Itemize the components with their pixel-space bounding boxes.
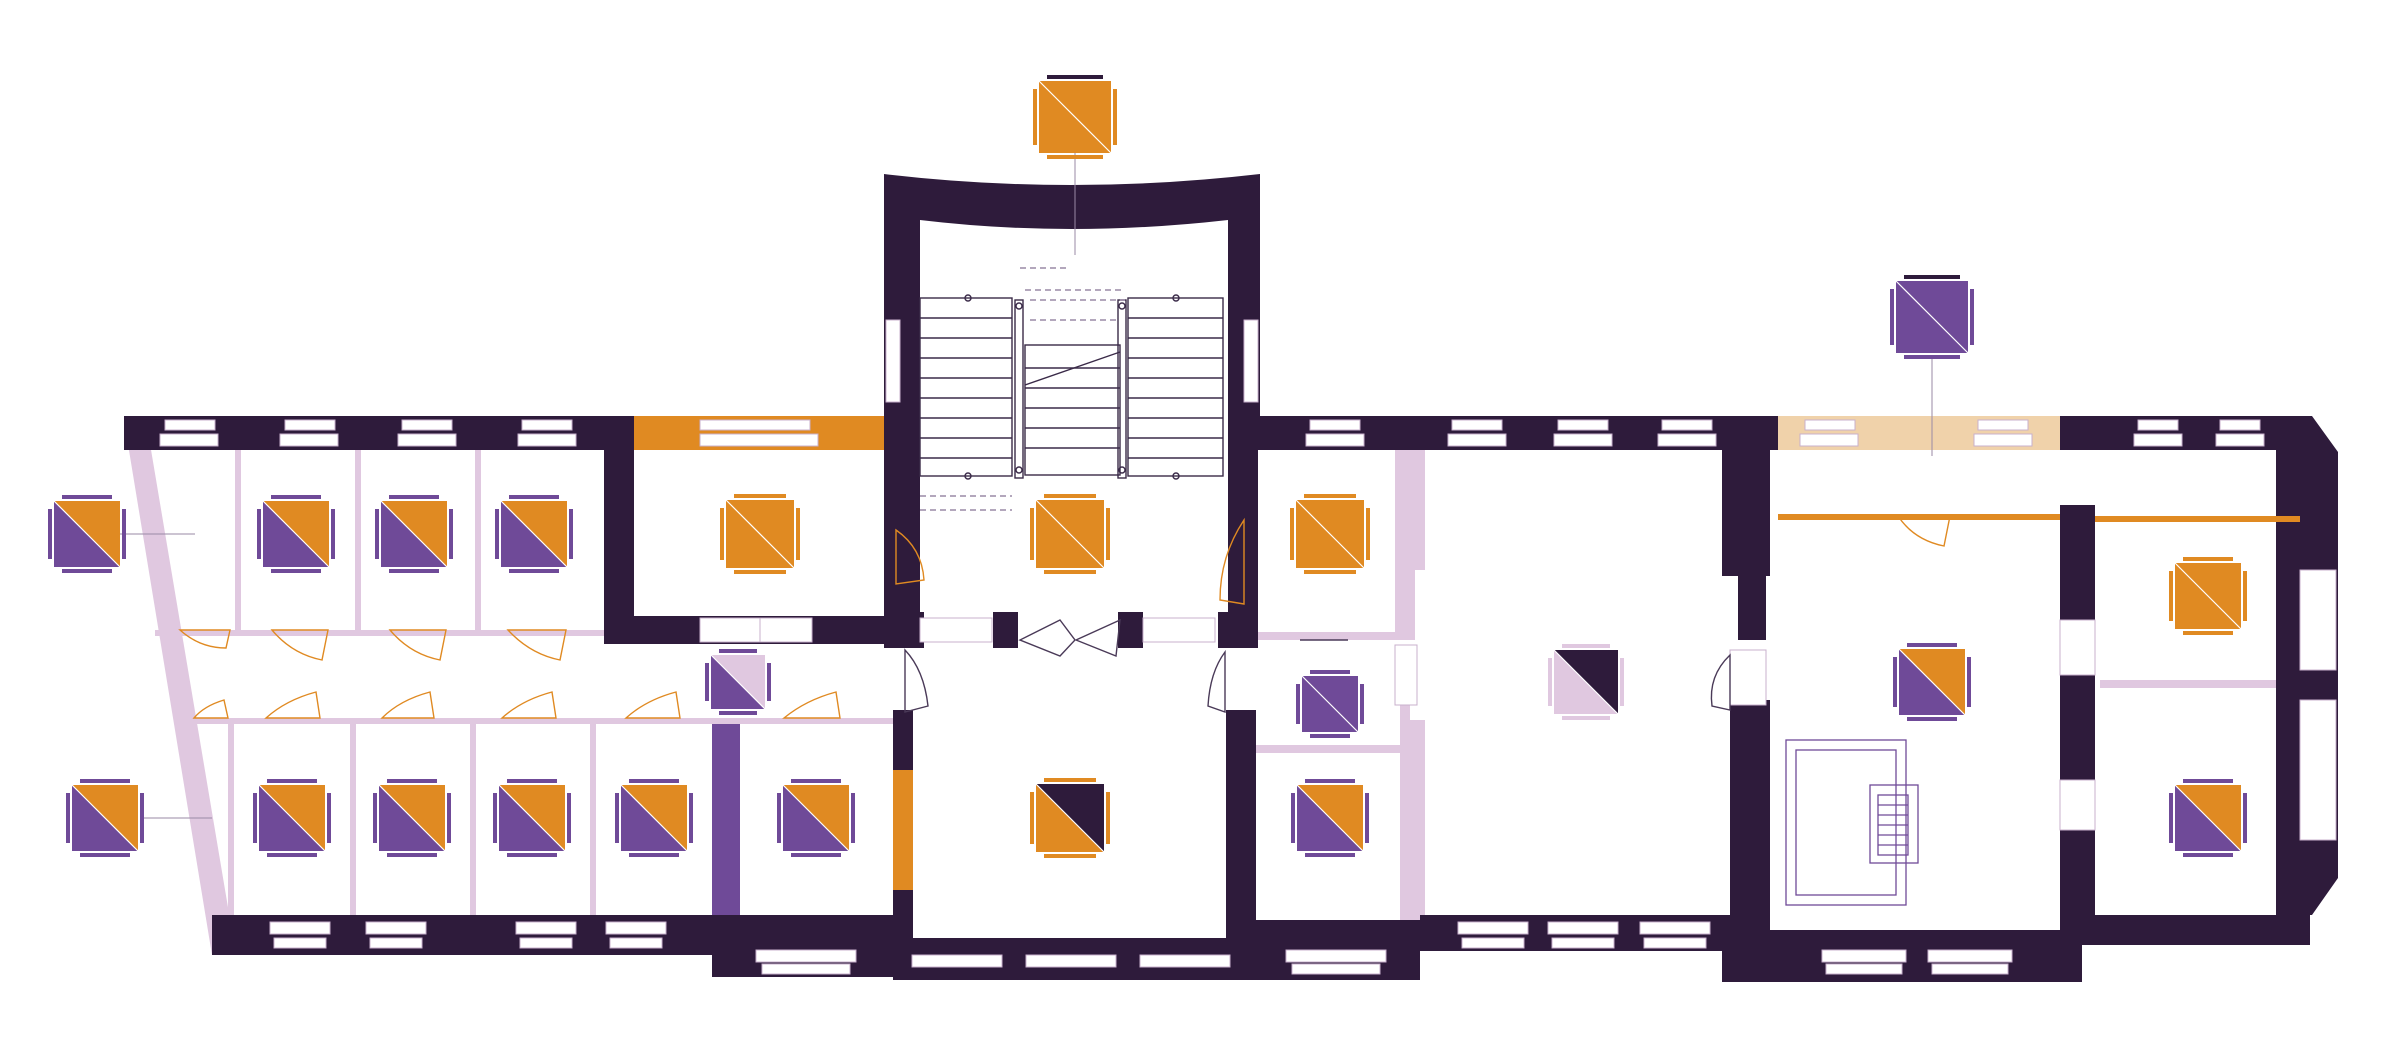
interior-partitions	[124, 420, 2300, 955]
purple-wall-segment	[712, 724, 740, 922]
stove	[1785, 739, 1919, 906]
marker-east-room	[1893, 643, 1971, 721]
marker-room-c	[777, 779, 855, 857]
marker-entrance-hall	[1030, 778, 1110, 858]
marker-room-b	[1290, 494, 1370, 574]
marker-cell-1	[257, 495, 335, 573]
marker-corridor	[705, 649, 771, 715]
marker-corner-upper	[2169, 557, 2247, 635]
structural-walls	[124, 174, 2338, 982]
marker-west-lower-callout	[66, 779, 144, 857]
marker-cell-2	[375, 495, 453, 573]
marker-big-room	[1548, 644, 1624, 720]
marker-room-a	[720, 494, 800, 574]
marker-west-upper-callout	[48, 495, 126, 573]
marker-cell-3	[495, 495, 573, 573]
callout-leaders	[120, 146, 1933, 819]
marker-cell-6	[493, 779, 571, 857]
room-markers	[48, 75, 2247, 858]
doors	[178, 515, 1951, 719]
marker-cell-4	[253, 779, 331, 857]
marker-stair-hall	[1030, 494, 1110, 574]
windows	[159, 319, 2337, 975]
marker-stair-callout	[1033, 75, 1117, 159]
staircase	[919, 267, 1224, 511]
marker-cell-7	[615, 779, 693, 857]
marker-east-callout	[1890, 275, 1974, 359]
orange-partition-east	[1778, 514, 2060, 520]
orange-partition-corner	[2095, 516, 2300, 522]
marker-hall-node	[1296, 670, 1364, 738]
marker-corner-lower	[2169, 779, 2247, 857]
orange-wall-entrance	[893, 770, 913, 890]
marker-cell-5	[373, 779, 451, 857]
marker-room-d	[1291, 779, 1369, 857]
